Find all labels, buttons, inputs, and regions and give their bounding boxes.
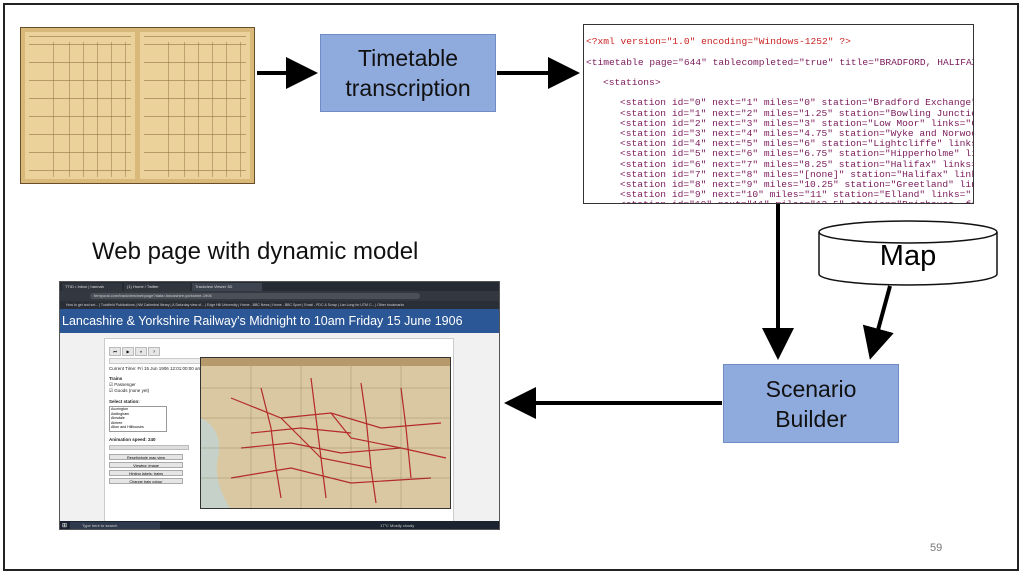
animation-speed-label: Animation speed: 240 <box>109 437 156 442</box>
trains-label: Trains <box>109 376 123 381</box>
xml-station-row: <station id="8" next="9" miles="10.25" s… <box>620 179 974 191</box>
help-button[interactable]: ? <box>148 347 160 356</box>
select-station-label: Select station: <box>109 399 140 404</box>
windows-start-icon[interactable]: ⊞ <box>62 523 68 529</box>
browser-tab[interactable]: TTID • Inbox | hannah <box>62 283 122 291</box>
play-button[interactable]: ▶ <box>122 347 134 356</box>
station-option[interactable]: Aintree <box>111 420 123 425</box>
browser-tab-active[interactable]: Trackview Viewer 3D <box>192 283 262 291</box>
viewer-panel: ⏮ ▶ ⏸ ? Current Time: Fri 15 Jun 1906 12… <box>104 338 454 523</box>
browser-tab[interactable]: (1) Home / Twitter <box>124 283 190 291</box>
timetable-scan-image <box>20 27 255 184</box>
hinting-labels-button[interactable]: Hinting labels: trains <box>109 470 183 476</box>
xml-station-row: <station id="10" next="11" miles="13.5" … <box>620 200 973 203</box>
xml-station-row: <station id="9" next="10" miles="11" sta… <box>620 189 974 201</box>
station-option[interactable]: Accrington <box>111 407 128 411</box>
passenger-label: Passenger <box>114 382 136 387</box>
web-page-heading: Web page with dynamic model <box>92 238 419 265</box>
goods-checkbox[interactable]: ☑ Goods (none yet) <box>109 388 150 393</box>
xml-station-row: <station id="7" next="8" miles="[none]" … <box>620 168 974 180</box>
scenario-builder-box: Scenario Builder <box>723 364 899 443</box>
skip-back-button[interactable]: ⏮ <box>109 347 121 356</box>
bookmarks-bar[interactable]: How to get and set... | Tuckfield Public… <box>60 301 499 309</box>
xml-excerpt: <?xml version="1.0" encoding="Windows-12… <box>583 24 974 204</box>
windows-taskbar: ⊞ Type here to search 17°C Mostly cloudy <box>60 521 499 529</box>
scenario-box-line1: Scenario <box>765 375 857 402</box>
xml-station-row: <station id="6" next="7" miles="8.25" st… <box>620 158 974 170</box>
goods-label: Goods (none yet) <box>114 388 150 393</box>
xml-station-rows: <station id="0" next="1" miles="0" stati… <box>586 97 974 203</box>
xml-station-row: <station id="5" next="6" miles="6.75" st… <box>620 148 974 160</box>
xml-station-row: <station id="2" next="3" miles="3" stati… <box>620 117 974 129</box>
book-left-page <box>25 32 135 179</box>
timetable-box-line1: Timetable <box>357 45 459 71</box>
timetable-transcription-box: Timetable transcription <box>320 34 496 112</box>
station-option[interactable]: Alton and Hillhouses <box>111 425 144 430</box>
page-number: 59 <box>930 542 943 554</box>
slide-frame <box>3 3 1019 571</box>
pause-button[interactable]: ⏸ <box>135 347 147 356</box>
viewing-image-button[interactable]: Viewing: image <box>109 462 183 468</box>
map-label: Map <box>879 240 937 272</box>
scenario-box-line2: Builder <box>775 405 847 432</box>
station-option[interactable]: Addingham <box>111 411 130 416</box>
xml-root-tag: <timetable page="644" tablecompleted="tr… <box>586 56 974 68</box>
map-database-icon <box>818 220 998 286</box>
reset-map-button[interactable]: Reset/whole map view <box>109 454 183 460</box>
xml-station-row: <station id="0" next="1" miles="0" stati… <box>620 97 974 109</box>
page-banner-title: Lancashire & Yorkshire Railway's Midnigh… <box>60 309 499 333</box>
xml-declaration: <?xml version="1.0" encoding="Windows-12… <box>586 36 851 48</box>
web-page-screenshot: TTID • Inbox | hannah (1) Home / Twitter… <box>59 281 500 530</box>
change-train-colour-button[interactable]: Change train colour <box>109 478 183 484</box>
speed-slider[interactable] <box>109 445 189 450</box>
taskbar-search[interactable]: Type here to search <box>70 522 160 529</box>
weather-status: 17°C Mostly cloudy <box>380 523 415 528</box>
browser-tab-strip: TTID • Inbox | hannah (1) Home / Twitter… <box>60 282 499 291</box>
xml-station-row: <station id="3" next="4" miles="4.75" st… <box>620 128 974 140</box>
station-option[interactable]: Ainsdale <box>111 416 125 421</box>
xml-station-row: <station id="1" next="2" miles="1.25" st… <box>620 107 974 119</box>
timetable-box-line2: transcription <box>345 75 471 101</box>
passenger-checkbox[interactable]: ☑ Passenger <box>109 382 136 387</box>
current-time-text: Current Time: Fri 15 Jun 1906 12:01:00:0… <box>109 366 202 371</box>
arrow-map-to-scenario <box>862 285 894 360</box>
xml-station-row: <station id="4" next="5" miles="6" stati… <box>620 138 974 150</box>
address-bar[interactable]: temporal.com/trackview/webpage?data=lanc… <box>90 293 420 299</box>
browser-toolbar: temporal.com/trackview/webpage?data=lanc… <box>60 291 499 301</box>
xml-stations-tag: <stations> <box>603 77 661 89</box>
railway-map-image[interactable] <box>200 357 451 509</box>
book-right-page <box>140 32 250 179</box>
